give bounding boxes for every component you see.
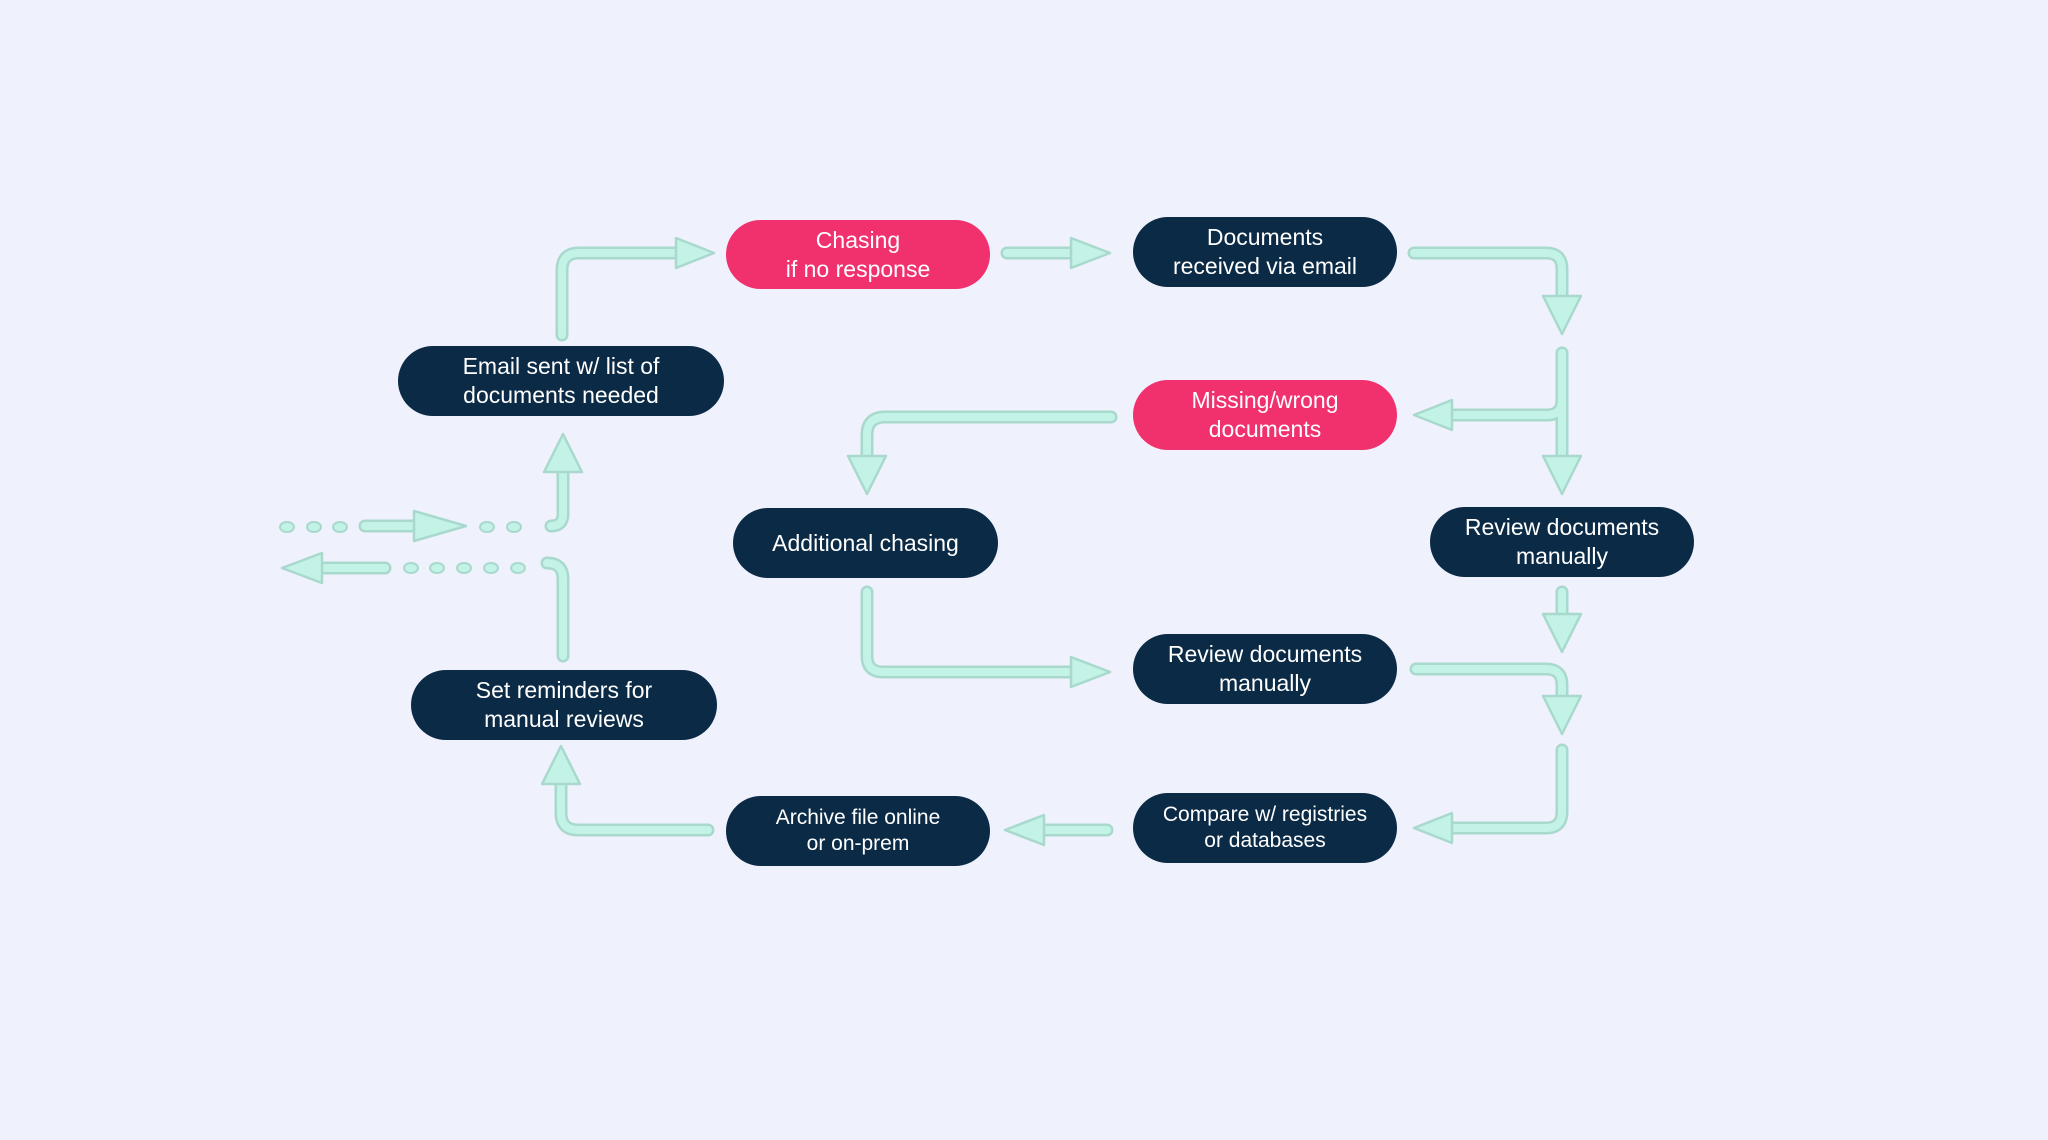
set-reminders-node: Set reminders for manual reviews bbox=[411, 670, 717, 740]
chasing-node: Chasing if no response bbox=[726, 220, 990, 289]
missing-documents-node: Missing/wrong documents bbox=[1133, 380, 1397, 450]
review-documents-middle-node: Review documents manually bbox=[1133, 634, 1397, 704]
email-sent-node: Email sent w/ list of documents needed bbox=[398, 346, 724, 416]
archive-file-node: Archive file online or on-prem bbox=[726, 796, 990, 866]
additional-chasing-node: Additional chasing bbox=[733, 508, 998, 578]
compare-registries-node: Compare w/ registries or databases bbox=[1133, 793, 1397, 863]
documents-received-node: Documents received via email bbox=[1133, 217, 1397, 287]
review-documents-right-node: Review documents manually bbox=[1430, 507, 1694, 577]
